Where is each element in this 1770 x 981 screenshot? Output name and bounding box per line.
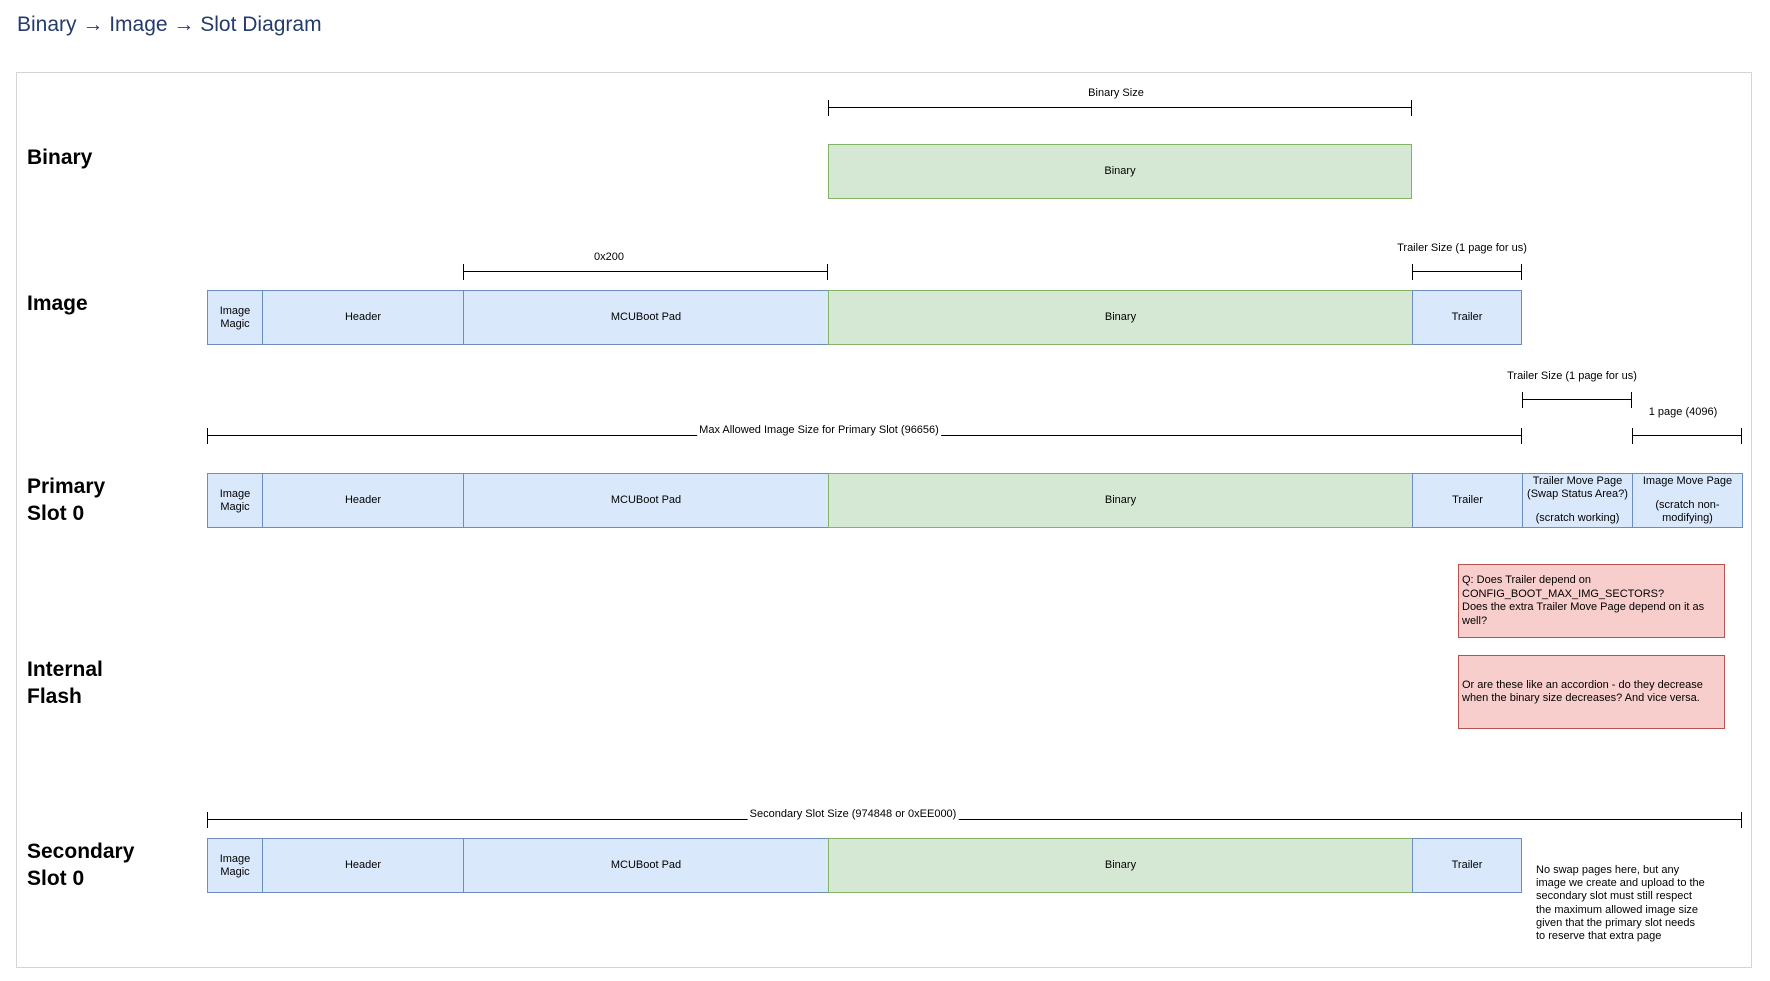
binary-block: Binary (828, 290, 1413, 345)
question-note-1: Q: Does Trailer depend on CONFIG_BOOT_MA… (1458, 564, 1725, 638)
trailer-move-page-block: Trailer Move Page(Swap Status Area?) (sc… (1522, 473, 1633, 528)
question-note-2: Or are these like an accordion - do they… (1458, 655, 1725, 729)
mcuboot-pad-block: MCUBoot Pad (463, 290, 829, 345)
row-label-secondary-slot: Secondary Slot 0 (27, 838, 134, 892)
note-line: when the binary size decreases? And vice… (1462, 692, 1700, 704)
row-label-image: Image (27, 292, 88, 315)
trailer-block: Trailer (1412, 838, 1522, 893)
mcuboot-pad-block: MCUBoot Pad (463, 838, 829, 893)
note-line: well? (1462, 614, 1488, 627)
one-page-dimension (1632, 428, 1742, 444)
max-image-size-label: Max Allowed Image Size for Primary Slot … (697, 424, 941, 437)
block-text-line: (scratch non- (1655, 499, 1720, 511)
block-text-line: Magic (220, 317, 250, 330)
row-label-internal-flash: Internal Flash (27, 656, 103, 710)
block-text-line: modifying) (1662, 512, 1713, 524)
note-line: CONFIG_BOOT_MAX_IMG_SECTORS? (1462, 587, 1665, 600)
header-block: Header (262, 838, 464, 893)
block-text-line: (Swap Status Area?) (1527, 488, 1628, 500)
header-block: Header (262, 290, 464, 345)
header-block: Header (262, 473, 464, 528)
row-label-primary-slot: Primary Slot 0 (27, 473, 105, 527)
row-label-line: Slot 0 (27, 867, 85, 890)
block-text-line: Trailer Move Page (1532, 475, 1623, 487)
row-label-binary: Binary (27, 146, 93, 169)
trailer-size-label: Trailer Size (1 page for us) (1397, 242, 1527, 254)
secondary-slot-note: No swap pages here, but any image we cre… (1536, 864, 1705, 943)
secondary-slot-size-dimension (207, 812, 1742, 828)
block-text-line: Image Move Page (1642, 475, 1733, 487)
note-line: Q: Does Trailer depend on (1462, 574, 1592, 586)
row-label-line: Slot 0 (27, 502, 85, 525)
note-line: Does the extra Trailer Move Page depend … (1462, 601, 1705, 613)
block-text-line: Magic (220, 500, 250, 513)
trailer-size-primary-label: Trailer Size (1 page for us) (1507, 370, 1637, 382)
block-text-line: Image (219, 852, 251, 865)
trailer-size-dimension (1412, 264, 1522, 280)
binary-block: Binary (828, 838, 1413, 893)
row-label-line: Internal (27, 658, 103, 681)
block-text-line: Magic (220, 865, 250, 878)
trailer-size-primary-dimension (1522, 392, 1632, 408)
binary-block: Binary (828, 144, 1412, 199)
block-text-line: (scratch working) (1535, 512, 1620, 524)
row-label-line: Primary (27, 475, 106, 498)
block-text-line: Image (219, 487, 251, 500)
mcuboot-pad-block: MCUBoot Pad (463, 473, 829, 528)
page-title: Binary → Image → Slot Diagram (17, 13, 322, 36)
pad-size-label: 0x200 (594, 251, 624, 263)
row-label-line: Flash (27, 685, 82, 708)
binary-block: Binary (828, 473, 1413, 528)
trailer-block: Trailer (1412, 290, 1522, 345)
block-text-line: Image (219, 304, 251, 317)
binary-size-label: Binary Size (1088, 87, 1144, 99)
pad-size-dimension (463, 264, 828, 280)
secondary-slot-size-label: Secondary Slot Size (974848 or 0xEE000) (747, 808, 959, 821)
row-label-line: Secondary (27, 840, 135, 863)
note-line: Or are these like an accordion - do they… (1462, 678, 1703, 691)
one-page-label: 1 page (4096) (1648, 406, 1718, 418)
binary-size-dimension (828, 100, 1412, 116)
image-move-page-block: Image Move Page (scratch non-modifying) (1632, 473, 1743, 528)
trailer-block: Trailer (1412, 473, 1523, 528)
